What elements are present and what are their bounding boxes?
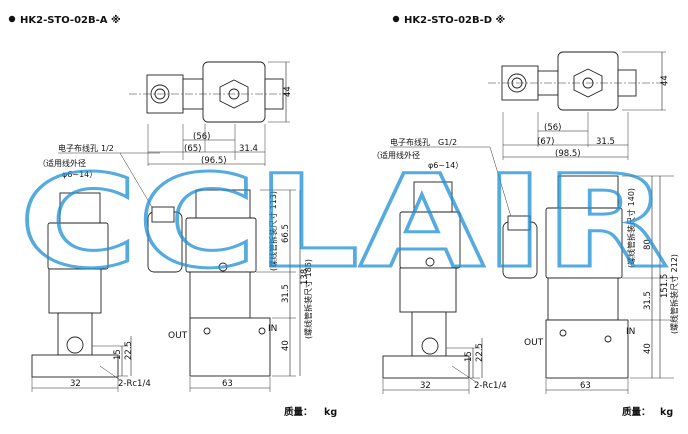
left-dim-96-5: (96.5) [201,156,227,166]
right-cable-label: 电子布线孔 [390,137,430,147]
right-dim-151-5: 151.5 [660,274,670,298]
left-view: HK2-STO-02B-A ※ 44 (56) (65) 31.4 [8,14,337,418]
right-dim-67: (67) [537,137,554,147]
left-dim-56: (56) [193,132,210,142]
left-dim-65: (65) [184,144,201,154]
left-in-label: IN [268,324,277,334]
left-dim-15: 15 [113,349,123,360]
left-mass-unit: kg [324,407,337,418]
right-dim-63: 63 [580,381,591,391]
left-dim-32: 32 [70,379,81,389]
right-coil-dim-140: (螺线管拆装尺寸 140) [626,188,636,268]
left-dim-66-5: 66.5 [281,224,291,243]
watermark-logo: CCLAIR [19,148,669,297]
right-dim-98-5: (98.5) [555,149,581,159]
right-dim-80: 80 [643,239,653,250]
left-coil-dim-113: (螺线管拆装尺寸 113) [268,191,278,271]
right-dim-56: (56) [544,123,561,133]
right-mass-label: 质量： [622,406,651,418]
right-dim-44: 44 [660,75,670,86]
left-dim-40: 40 [281,340,291,351]
left-mass-label: 质量： [284,406,313,418]
right-title: HK2-STO-02B-D ※ [404,14,505,26]
right-dim-32: 32 [420,381,431,391]
left-cable-range: φ6~14） [62,170,97,179]
right-view: HK2-STO-02B-D ※ 44 (56) (67) 31.5 (98.5)… [372,14,679,418]
right-dim-40: 40 [643,343,653,354]
right-cable-applicable: （适用线外径 [372,150,420,160]
right-front-view [382,175,629,379]
right-top-view [488,51,668,111]
left-out-label: OUT [168,331,188,341]
left-dim-22-5: 22.5 [124,341,134,360]
right-dim-31-5-v: 31.5 [643,291,653,310]
left-port-label: 2-Rc1/4 [118,379,151,389]
right-dim-31-5: 31.5 [596,137,615,147]
left-dim-31-5: 31.5 [281,284,291,303]
left-dim-138: 138 [300,269,310,285]
left-coil-dim-185: (螺线管拆装尺寸 185) [303,259,313,339]
left-front-view [31,189,271,378]
right-in-label: IN [626,327,635,337]
left-title: HK2-STO-02B-A ※ [20,14,121,26]
right-out-label: OUT [524,338,544,348]
right-coil-dim-212: (螺线管拆装尺寸 212) [669,254,679,334]
right-dim-15: 15 [464,351,474,362]
left-title-bullet [8,15,16,23]
left-dim-63: 63 [222,379,233,389]
right-port-label: 2-Rc1/4 [474,381,507,391]
left-cable-applicable: （适用线外径 [38,158,86,168]
right-dim-22-5: 22.5 [475,343,485,362]
right-cable-size: G1/2 [438,138,457,147]
left-cable-label: 电子布线孔 [58,143,98,153]
left-dim-44: 44 [283,86,293,97]
right-title-bullet [392,15,400,23]
right-mass-unit: kg [660,407,673,418]
right-cable-range: φ6~14） [428,161,463,170]
left-cable-size: 1/2 [101,144,114,153]
left-top-view [129,61,290,123]
left-dim-31-4: 31.4 [239,144,258,154]
